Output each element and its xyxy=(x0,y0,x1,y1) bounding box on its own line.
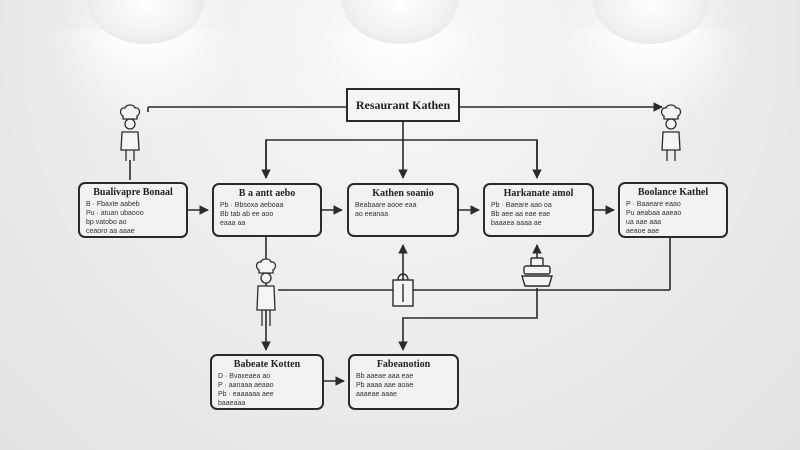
diagram-title: Resaurant Kathen xyxy=(346,88,460,122)
node-line: D · Bvaxeaea ao xyxy=(218,373,271,380)
bag-icon xyxy=(392,273,414,307)
node-line: Bb aaeae aaa eae xyxy=(356,373,414,380)
node-line: Pu · atuan ubaooo xyxy=(86,210,144,217)
process-node-4: Harkanate amol Pb · Baeare aao oa Bb aee… xyxy=(483,183,594,237)
node-line: aeaoe aae xyxy=(626,228,660,235)
node-title: Fabeanotion xyxy=(376,359,431,370)
node-line: ao eeanaa xyxy=(355,211,389,218)
node-line: Pb · Bbsoxa aeboaa xyxy=(220,202,284,209)
node-line: ceaoro aa aaae xyxy=(86,228,135,235)
process-node-1: Bualivapre Bonaal B · Fbaxte aabeb Pu · … xyxy=(78,182,188,238)
node-line: P · Baaeare eaao xyxy=(626,201,681,208)
node-title: Babeate Kotten xyxy=(233,359,301,370)
node-line: ua aae aaa xyxy=(626,219,662,226)
node-line: aaaeae aaae xyxy=(356,391,397,398)
node-line: baaaea aaaa ae xyxy=(491,220,542,227)
node-line: baaeaaa xyxy=(218,400,246,407)
node-title: Kathen soanio xyxy=(372,188,434,199)
node-title: Bualivapre Bonaal xyxy=(93,187,173,198)
node-line: bp vatobo ao xyxy=(86,219,127,226)
chef-figure-icon xyxy=(660,104,682,161)
process-node-5: Boolance Kathel P · Baaeare eaao Pu aeab… xyxy=(618,182,728,238)
node-title: Harkanate amol xyxy=(503,188,574,199)
process-node-2: B a antt aebo Pb · Bbsoxa aeboaa Bb tab … xyxy=(212,183,322,237)
pot-icon xyxy=(521,257,553,287)
node-line: P · aanaaa aeaao xyxy=(218,382,274,389)
node-line: Pb · eaaaaaa aee xyxy=(218,391,274,398)
node-line: Bb tab ab ee aoo xyxy=(220,211,274,218)
process-node-7: Fabeanotion Bb aaeae aaa eae Pb aaaa aae… xyxy=(348,354,459,410)
node-line: Pu aeabaa aaeao xyxy=(626,210,682,217)
node-line: eaaa aa xyxy=(220,220,246,227)
node-line: Pb · Baeare aao oa xyxy=(491,202,552,209)
connector xyxy=(398,288,538,351)
process-node-3: Kathen soanio Beabaare aooe eaa ao eeana… xyxy=(347,183,459,237)
connector xyxy=(265,139,538,170)
node-title: Boolance Kathel xyxy=(637,187,709,198)
process-node-6: Babeate Kotten D · Bvaxeaea ao P · aanaa… xyxy=(210,354,324,410)
node-line: Beabaare aooe eaa xyxy=(355,202,417,209)
chef-figure-icon xyxy=(255,258,277,326)
node-line: Bb aee aa eae eae xyxy=(491,211,551,218)
node-title: B a antt aebo xyxy=(238,188,296,199)
node-line: B · Fbaxte aabeb xyxy=(86,201,140,208)
node-line: Pb aaaa aae aoae xyxy=(356,382,414,389)
chef-figure-icon xyxy=(119,104,141,161)
